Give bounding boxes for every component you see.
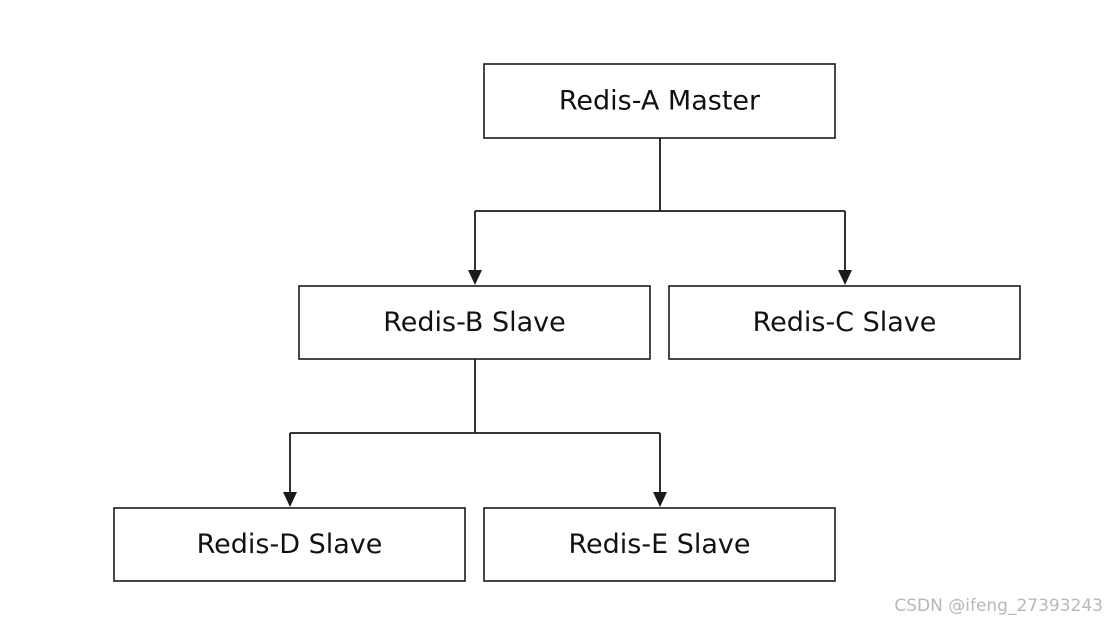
arrow-to-c-icon	[838, 270, 852, 285]
node-redis-b-box	[298, 285, 651, 360]
node-redis-c-box	[668, 285, 1021, 360]
node-redis-c-label: Redis-C Slave	[753, 307, 937, 338]
arrow-to-e-icon	[653, 492, 667, 507]
node-redis-e-label: Redis-E Slave	[568, 529, 750, 560]
node-redis-d-box	[113, 507, 466, 582]
node-redis-a: Redis-A Master	[483, 63, 836, 139]
node-redis-a-box	[483, 63, 836, 139]
node-redis-e-box	[483, 507, 836, 582]
node-redis-d: Redis-D Slave	[113, 507, 466, 582]
node-redis-c: Redis-C Slave	[668, 285, 1021, 360]
node-redis-a-label: Redis-A Master	[559, 86, 761, 117]
arrow-to-d-icon	[283, 492, 297, 507]
arrow-to-b-icon	[468, 270, 482, 285]
edge-b-to-d-e	[283, 359, 667, 507]
watermark-text: CSDN @ifeng_27393243	[894, 596, 1103, 616]
node-redis-e: Redis-E Slave	[483, 507, 836, 582]
node-redis-b-label: Redis-B Slave	[383, 307, 566, 338]
edge-a-to-b-c	[468, 138, 852, 285]
node-redis-d-label: Redis-D Slave	[197, 529, 383, 560]
node-redis-b: Redis-B Slave	[298, 285, 651, 360]
